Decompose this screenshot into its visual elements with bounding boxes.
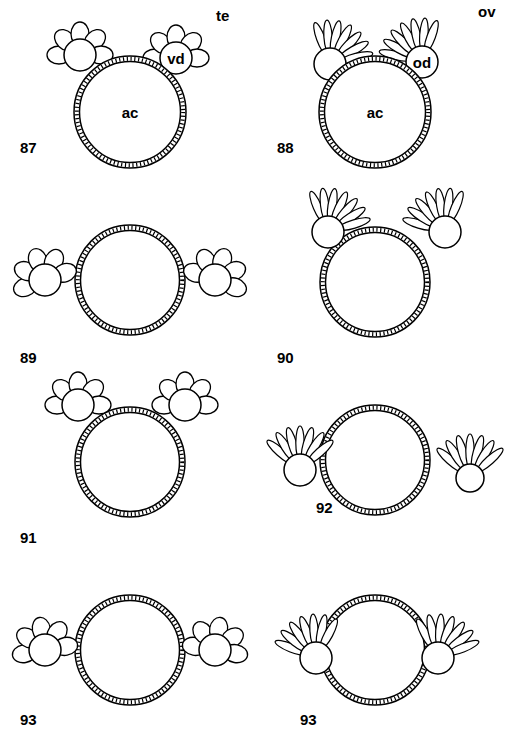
figure-number: 93 bbox=[300, 712, 317, 727]
wall-outer bbox=[320, 405, 430, 515]
duct-circle bbox=[284, 454, 316, 486]
body-wall bbox=[319, 56, 431, 168]
duct-circle bbox=[199, 634, 231, 666]
wall-inner bbox=[326, 601, 425, 700]
wall-hatch bbox=[323, 598, 427, 702]
wall-inner bbox=[325, 62, 426, 163]
testis-lobes bbox=[11, 246, 79, 300]
figure-number: 91 bbox=[20, 530, 37, 545]
duct-circle bbox=[62, 389, 94, 421]
figure-number: 92 bbox=[316, 500, 333, 515]
figure-number: 90 bbox=[277, 350, 294, 365]
body-wall bbox=[74, 56, 186, 168]
wall-inner bbox=[81, 413, 180, 512]
figure-number: 93 bbox=[20, 712, 37, 727]
duct-circle bbox=[422, 642, 454, 674]
duct-circle bbox=[64, 39, 96, 71]
structure-label: ac bbox=[122, 104, 139, 121]
wall-outer bbox=[319, 56, 431, 168]
wall-inner bbox=[81, 601, 180, 700]
wall-inner bbox=[326, 411, 425, 510]
wall-outer bbox=[75, 225, 185, 335]
wall-inner bbox=[81, 231, 180, 330]
duct-circle bbox=[169, 389, 201, 421]
structure-label: te bbox=[216, 8, 229, 23]
wall-hatch bbox=[78, 598, 182, 702]
coelom-circle: ac bbox=[73, 55, 187, 169]
structure-label: ov bbox=[478, 4, 496, 19]
duct-circle bbox=[312, 216, 344, 248]
body-wall bbox=[75, 595, 185, 705]
structure-label: ac bbox=[367, 104, 384, 121]
duct-circle bbox=[29, 264, 61, 296]
wall-outer bbox=[75, 407, 185, 517]
wall-hatch bbox=[78, 410, 182, 514]
duct-circle bbox=[300, 642, 332, 674]
body-wall bbox=[320, 595, 430, 705]
wall-inner bbox=[80, 62, 181, 163]
wall-hatch bbox=[78, 228, 182, 332]
coelom-circle: ac bbox=[318, 55, 432, 169]
structure-label: od bbox=[413, 54, 431, 71]
body-wall bbox=[75, 225, 185, 335]
duct-circle bbox=[199, 264, 231, 296]
wall-outer bbox=[74, 56, 186, 168]
wall-hatch bbox=[323, 230, 427, 334]
duct-circle bbox=[429, 216, 461, 248]
duct-circle bbox=[29, 634, 61, 666]
wall-hatch bbox=[322, 59, 428, 165]
duct-circle bbox=[456, 464, 484, 492]
figure-number: 89 bbox=[20, 350, 37, 365]
wall-outer bbox=[320, 595, 430, 705]
body-wall bbox=[75, 407, 185, 517]
testis-lobes bbox=[181, 246, 249, 300]
wall-hatch bbox=[77, 59, 183, 165]
wall-outer bbox=[75, 595, 185, 705]
figure-number: 88 bbox=[277, 140, 294, 155]
wall-hatch bbox=[323, 408, 427, 512]
structure-label: vd bbox=[167, 50, 185, 67]
wall-inner bbox=[326, 233, 425, 332]
body-wall bbox=[320, 405, 430, 515]
figure-number: 87 bbox=[20, 140, 37, 155]
